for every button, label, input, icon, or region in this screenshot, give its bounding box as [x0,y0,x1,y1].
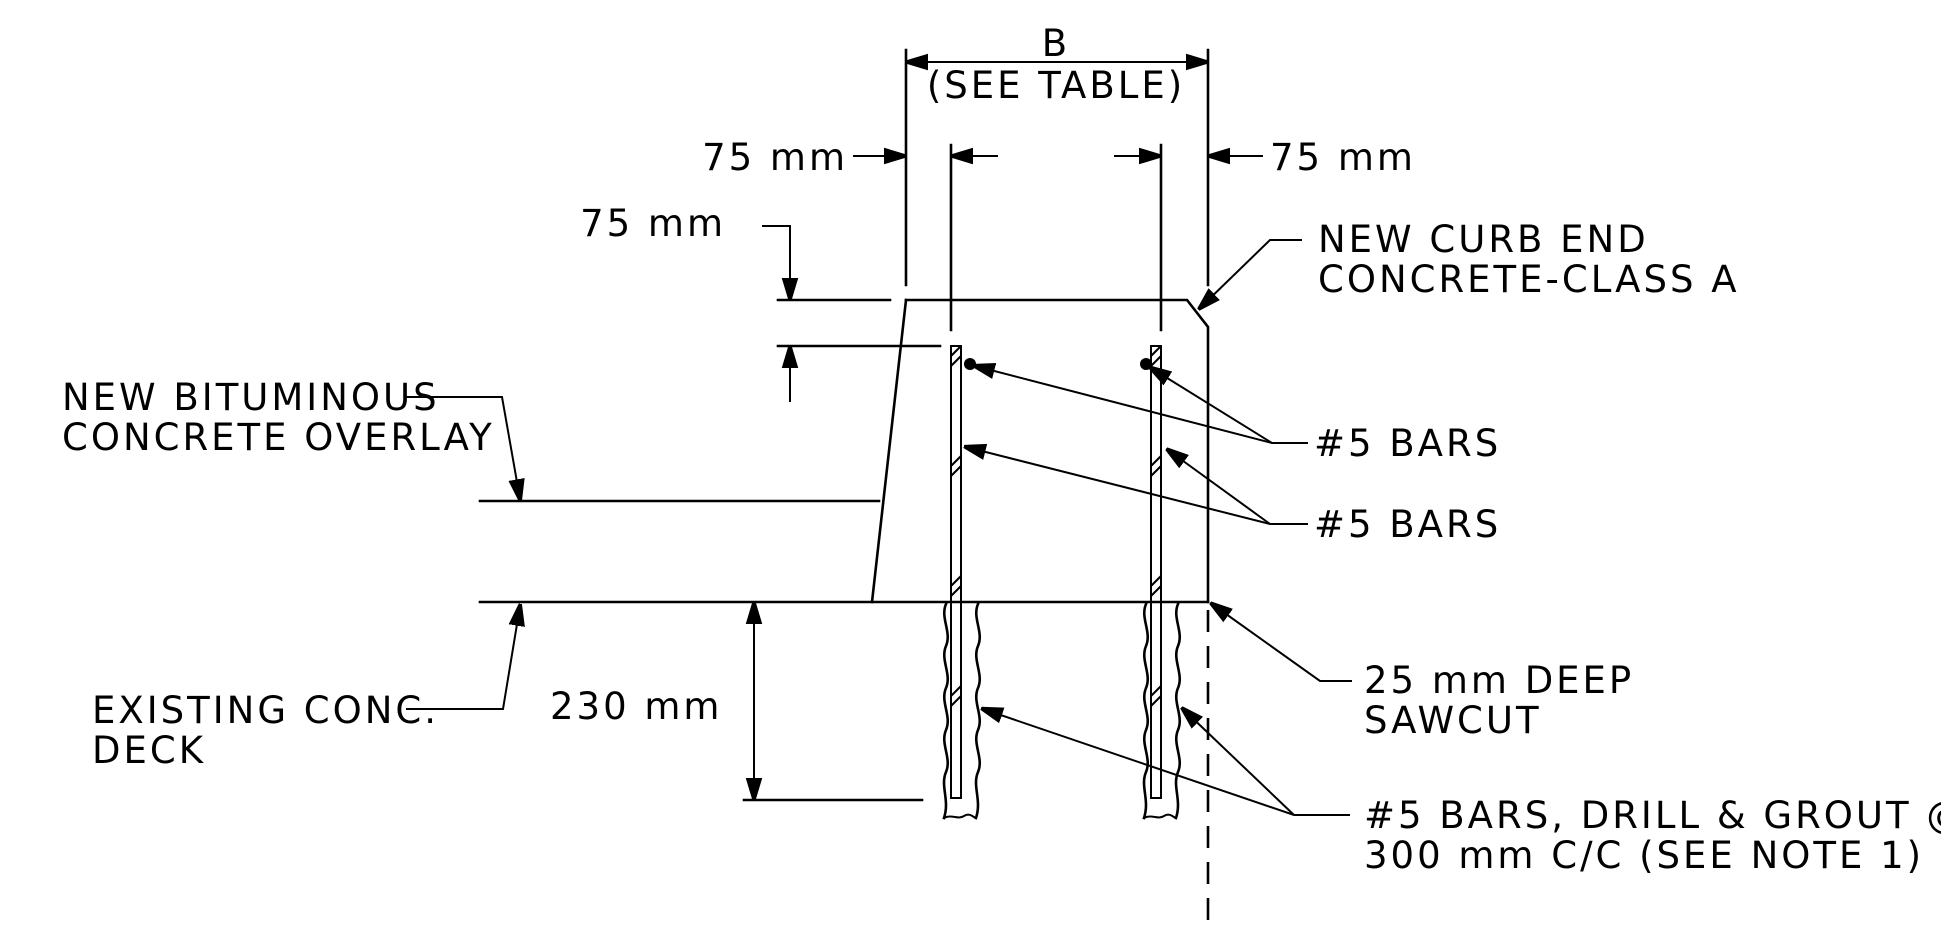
rebar-left [950,345,976,799]
overlay-label-line2: CONCRETE OVERLAY [62,416,495,459]
bars-middle-label: #5 BARS [1314,503,1501,546]
callout-drill-grout: #5 BARS, DRILL & GROUT @ 300 mm C/C (SEE… [983,709,1941,877]
cover-dimension-top: 75 mm [580,202,942,402]
drill-grout-label-line1: #5 BARS, DRILL & GROUT @ [1364,794,1941,837]
bars-top-label: #5 BARS [1314,422,1501,465]
deck-label-line1: EXISTING CONC. [92,689,439,732]
dimension-b: B (SEE TABLE) [904,22,1210,287]
curb-outline [870,298,1210,604]
b-dimension-label: B [1042,22,1070,65]
cover-right-label: 75 mm [1270,136,1416,179]
embed-dimension: 230 mm [550,604,924,802]
curb-end-label-line2: CONCRETE-CLASS A [1318,258,1740,301]
callout-bars-middle: #5 BARS [966,447,1501,546]
callout-existing-deck: EXISTING CONC. DECK [92,606,520,772]
b-see-table-label: (SEE TABLE) [927,64,1185,107]
rebar-right [1140,345,1162,799]
sawcut-label-line1: 25 mm DEEP [1364,659,1634,702]
cover-dimension-sides: 75 mm 75 mm [702,136,1416,332]
overlay-label-line1: NEW BITUMINOUS [62,376,440,419]
sawcut-label-line2: SAWCUT [1364,699,1542,742]
cover-left-label: 75 mm [702,136,848,179]
drill-grout-label-line2: 300 mm C/C (SEE NOTE 1) [1364,834,1924,877]
embed-depth-label: 230 mm [550,685,722,728]
curb-end-label-line1: NEW CURB END [1318,218,1649,261]
cover-top-label: 75 mm [580,202,726,245]
callout-overlay: NEW BITUMINOUS CONCRETE OVERLAY [62,376,520,499]
callout-bars-top: #5 BARS [975,366,1501,465]
callout-curb-end: NEW CURB END CONCRETE-CLASS A [1200,218,1740,308]
deck-label-line2: DECK [92,729,206,772]
callout-sawcut: 25 mm DEEP SAWCUT [1212,604,1634,742]
